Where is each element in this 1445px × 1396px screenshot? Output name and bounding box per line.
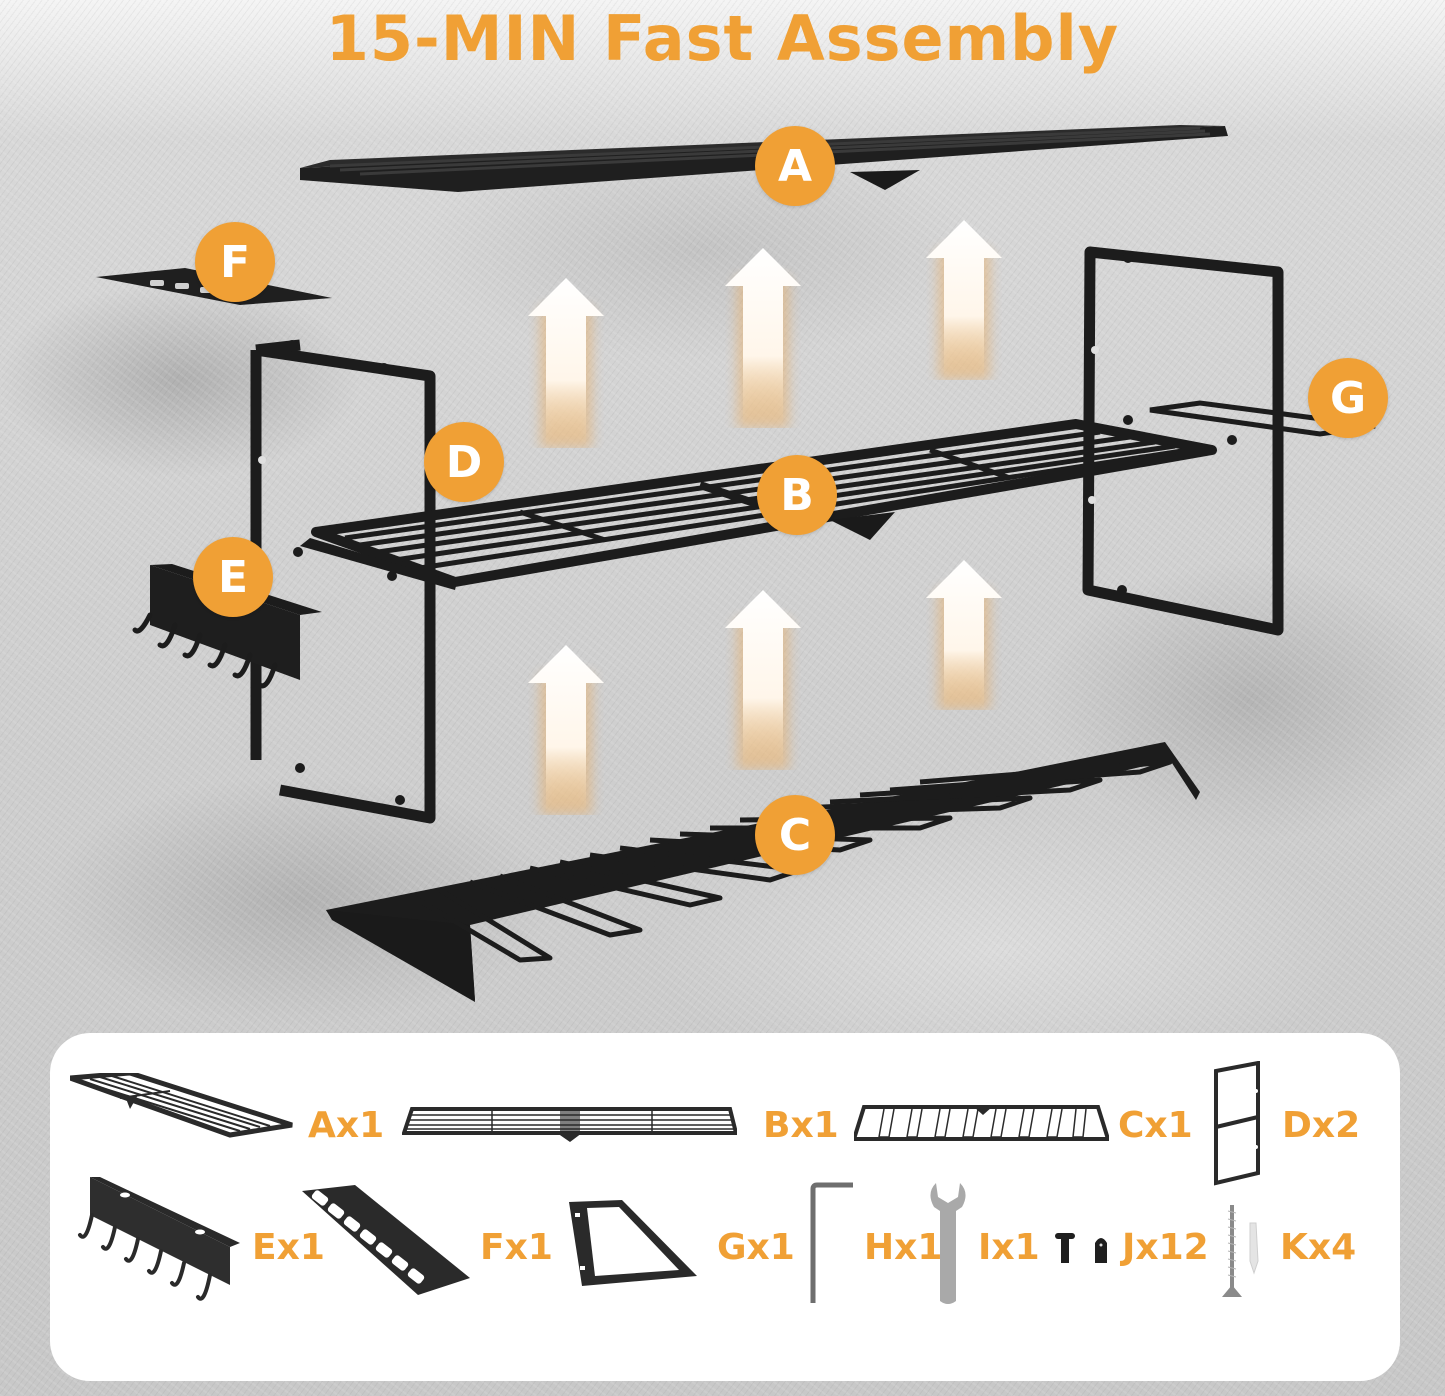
part-label-c: Cx1 [1118, 1105, 1193, 1146]
part-label-b: Bx1 [763, 1105, 839, 1146]
frame-bolts-left [287, 340, 405, 805]
tool-rack-icon [854, 1105, 1109, 1141]
side-frame-left [250, 339, 436, 824]
callout-d: D [424, 422, 504, 502]
page-title: 15-MIN Fast Assembly [325, 2, 1120, 75]
part-label-a: Ax1 [308, 1105, 385, 1146]
callout-g: G [1308, 358, 1388, 438]
side-frame-icon [1214, 1061, 1260, 1186]
tool-rack-c [326, 742, 1200, 1002]
up-arrow-icon [725, 590, 801, 770]
callout-c: C [755, 795, 835, 875]
part-label-h: Hx1 [864, 1227, 943, 1268]
callout-e: E [193, 537, 273, 617]
rack-parts-illustration [96, 125, 1376, 1002]
wrench-icon [930, 1183, 966, 1304]
part-label-j: Jx12 [1122, 1227, 1209, 1268]
up-arrow-icon [528, 645, 604, 815]
allen-key-icon [810, 1182, 853, 1303]
up-arrow-icon [725, 248, 801, 428]
holder-plate-icon [302, 1185, 470, 1295]
part-label-f: Fx1 [480, 1227, 553, 1268]
part-label-e: Ex1 [252, 1227, 325, 1268]
callout-f: F [195, 222, 275, 302]
up-arrow-icon [528, 278, 604, 448]
part-label-i: Ix1 [978, 1227, 1040, 1268]
part-label-k: Kx4 [1280, 1227, 1357, 1268]
side-frame-right [1082, 246, 1284, 636]
parts-list-panel: Ax1 Bx1 Cx1 Dx2 [50, 1033, 1400, 1381]
hook-bracket-icon [78, 1177, 240, 1301]
screw-and-anchor-icon [1222, 1205, 1259, 1297]
callout-b: B [757, 455, 837, 535]
up-arrow-icon [926, 220, 1002, 380]
callout-a: A [755, 126, 835, 206]
up-arrow-icon [926, 560, 1002, 710]
part-label-d: Dx2 [1282, 1105, 1361, 1146]
part-label-g: Gx1 [717, 1227, 795, 1268]
top-shelf-icon [70, 1073, 293, 1138]
middle-shelf-icon [402, 1107, 737, 1142]
bolt-and-nut-icon [1055, 1233, 1107, 1263]
frame-bolts-right [1117, 253, 1245, 625]
side-bracket-icon [569, 1200, 697, 1286]
